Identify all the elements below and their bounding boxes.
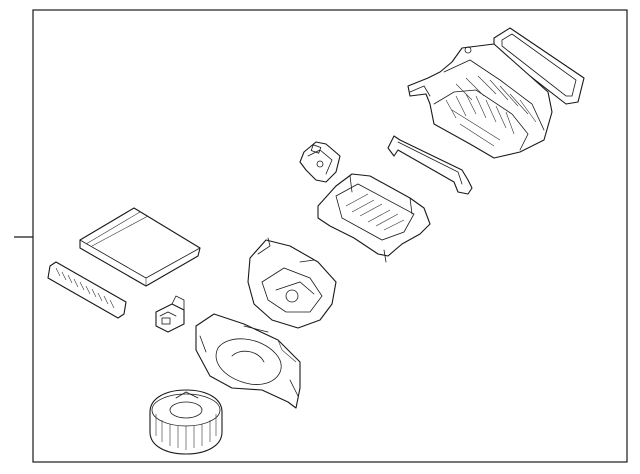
evaporator-case — [407, 43, 553, 159]
blower-motor — [149, 389, 223, 455]
cabin-air-filter — [79, 207, 201, 287]
blower-case-lower — [195, 313, 301, 409]
diagram-frame — [32, 9, 628, 463]
resistor — [155, 295, 185, 333]
blower-case-upper — [247, 237, 337, 329]
case-bracket — [387, 135, 473, 195]
actuator-motor — [299, 141, 341, 183]
heater-case-upper — [317, 173, 431, 263]
filter-grille — [47, 261, 127, 319]
